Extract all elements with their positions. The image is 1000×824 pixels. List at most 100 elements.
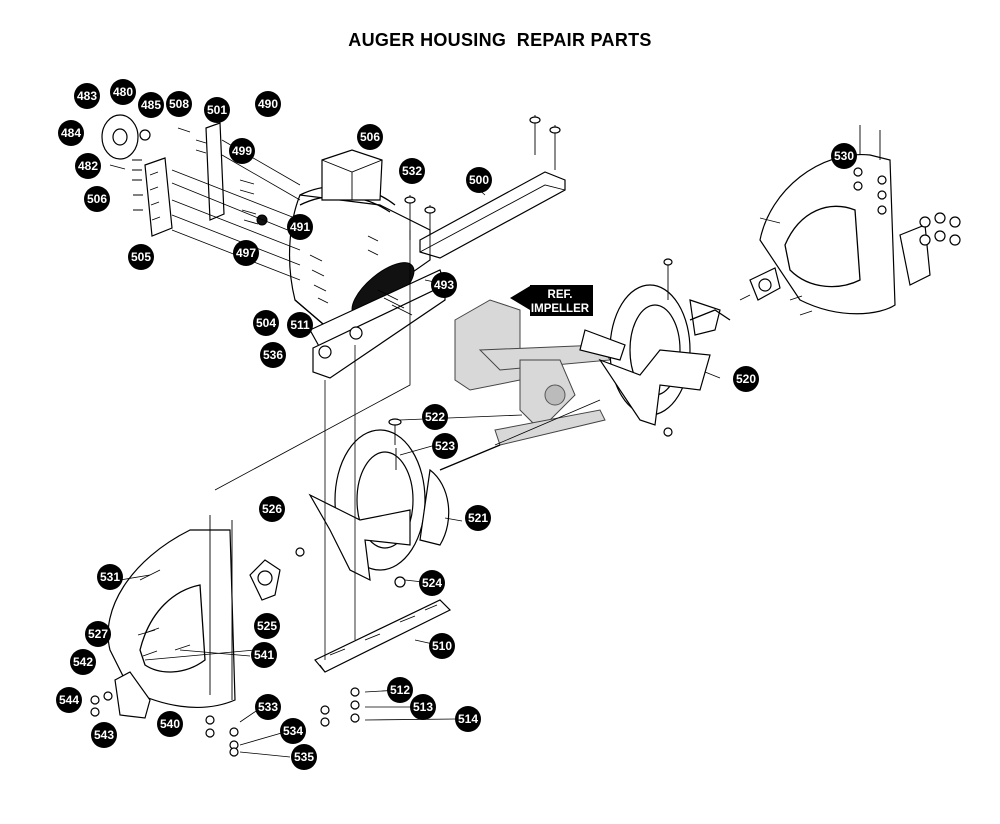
- callout-505: 505: [128, 244, 154, 270]
- callout-511: 511: [287, 312, 313, 338]
- callout-527: 527: [85, 621, 111, 647]
- ref-impeller-label: REF. IMPELLER: [510, 285, 593, 316]
- callout-524: 524: [419, 570, 445, 596]
- callout-490: 490: [255, 91, 281, 117]
- callout-480: 480: [110, 79, 136, 105]
- line-art: [90, 114, 961, 758]
- svg-text:480: 480: [113, 85, 133, 99]
- callout-512: 512: [387, 677, 413, 703]
- top-bar-500: [404, 115, 566, 259]
- svg-text:543: 543: [94, 728, 114, 742]
- svg-text:542: 542: [73, 655, 93, 669]
- callout-506-top: 506: [357, 124, 383, 150]
- callout-544: 544: [56, 687, 82, 713]
- callout-525: 525: [254, 613, 280, 639]
- svg-text:530: 530: [834, 149, 854, 163]
- svg-text:534: 534: [283, 724, 303, 738]
- callout-523: 523: [432, 433, 458, 459]
- svg-text:485: 485: [141, 98, 161, 112]
- svg-text:482: 482: [78, 159, 98, 173]
- callout-501: 501: [204, 97, 230, 123]
- svg-text:510: 510: [432, 639, 452, 653]
- callout-500: 500: [466, 167, 492, 193]
- callout-521: 521: [465, 505, 491, 531]
- callout-491: 491: [287, 214, 313, 240]
- svg-text:533: 533: [258, 700, 278, 714]
- callout-510: 510: [429, 633, 455, 659]
- callout-483: 483: [74, 83, 100, 109]
- svg-text:506: 506: [87, 192, 107, 206]
- svg-text:484: 484: [61, 126, 81, 140]
- callout-532: 532: [399, 158, 425, 184]
- callout-520: 520: [733, 366, 759, 392]
- svg-text:521: 521: [468, 511, 488, 525]
- svg-text:483: 483: [77, 89, 97, 103]
- svg-text:520: 520: [736, 372, 756, 386]
- callout-493: 493: [431, 272, 457, 298]
- svg-text:541: 541: [254, 648, 274, 662]
- svg-text:493: 493: [434, 278, 454, 292]
- svg-text:497: 497: [236, 246, 256, 260]
- svg-text:505: 505: [131, 250, 151, 264]
- svg-text:491: 491: [290, 220, 310, 234]
- callout-482: 482: [75, 153, 101, 179]
- svg-text:535: 535: [294, 750, 314, 764]
- left-side-plate-531: [90, 230, 411, 757]
- svg-text:531: 531: [100, 570, 120, 584]
- svg-text:513: 513: [413, 700, 433, 714]
- callout-533: 533: [255, 694, 281, 720]
- callout-485: 485: [138, 92, 164, 118]
- callout-508: 508: [166, 91, 192, 117]
- callout-484: 484: [58, 120, 84, 146]
- left-auger-521: [295, 418, 501, 588]
- callout-541: 541: [251, 642, 277, 668]
- svg-text:508: 508: [169, 97, 189, 111]
- callout-497: 497: [233, 240, 259, 266]
- callout-513: 513: [410, 694, 436, 720]
- page-title: AUGER HOUSING REPAIR PARTS: [348, 30, 652, 50]
- svg-text:490: 490: [258, 97, 278, 111]
- svg-text:523: 523: [435, 439, 455, 453]
- auger-housing-shell: [288, 149, 446, 379]
- svg-text:499: 499: [232, 144, 252, 158]
- svg-text:536: 536: [263, 348, 283, 362]
- callout-514: 514: [455, 706, 481, 732]
- svg-text:544: 544: [59, 693, 79, 707]
- impeller-reference-art: [454, 299, 611, 446]
- svg-text:511: 511: [290, 318, 310, 332]
- svg-text:504: 504: [256, 316, 276, 330]
- callout-535: 535: [291, 744, 317, 770]
- callout-540: 540: [157, 711, 183, 737]
- svg-text:540: 540: [160, 717, 180, 731]
- callout-531: 531: [97, 564, 123, 590]
- svg-text:512: 512: [390, 683, 410, 697]
- left-side-plates: [101, 114, 301, 281]
- callout-506-left: 506: [84, 186, 110, 212]
- callout-542: 542: [70, 649, 96, 675]
- svg-text:527: 527: [88, 627, 108, 641]
- ref-label-line2: IMPELLER: [531, 303, 590, 315]
- right-auger-520: [494, 258, 731, 446]
- callout-499: 499: [229, 138, 255, 164]
- callout-536: 536: [260, 342, 286, 368]
- callout-522: 522: [422, 404, 448, 430]
- svg-text:500: 500: [469, 173, 489, 187]
- bottom-bar-510: [314, 345, 452, 727]
- svg-text:532: 532: [402, 164, 422, 178]
- svg-text:522: 522: [425, 410, 445, 424]
- callout-530: 530: [831, 143, 857, 169]
- svg-text:514: 514: [458, 712, 478, 726]
- svg-text:501: 501: [207, 103, 227, 117]
- right-side-plate-530: [739, 125, 961, 316]
- svg-text:506: 506: [360, 130, 380, 144]
- svg-text:526: 526: [262, 502, 282, 516]
- callout-534: 534: [280, 718, 306, 744]
- callout-543: 543: [91, 722, 117, 748]
- callout-leaders: [137, 179, 721, 758]
- svg-text:525: 525: [257, 619, 277, 633]
- callout-504: 504: [253, 310, 279, 336]
- callout-526: 526: [259, 496, 285, 522]
- svg-text:524: 524: [422, 576, 442, 590]
- ref-label-line1: REF.: [548, 289, 573, 301]
